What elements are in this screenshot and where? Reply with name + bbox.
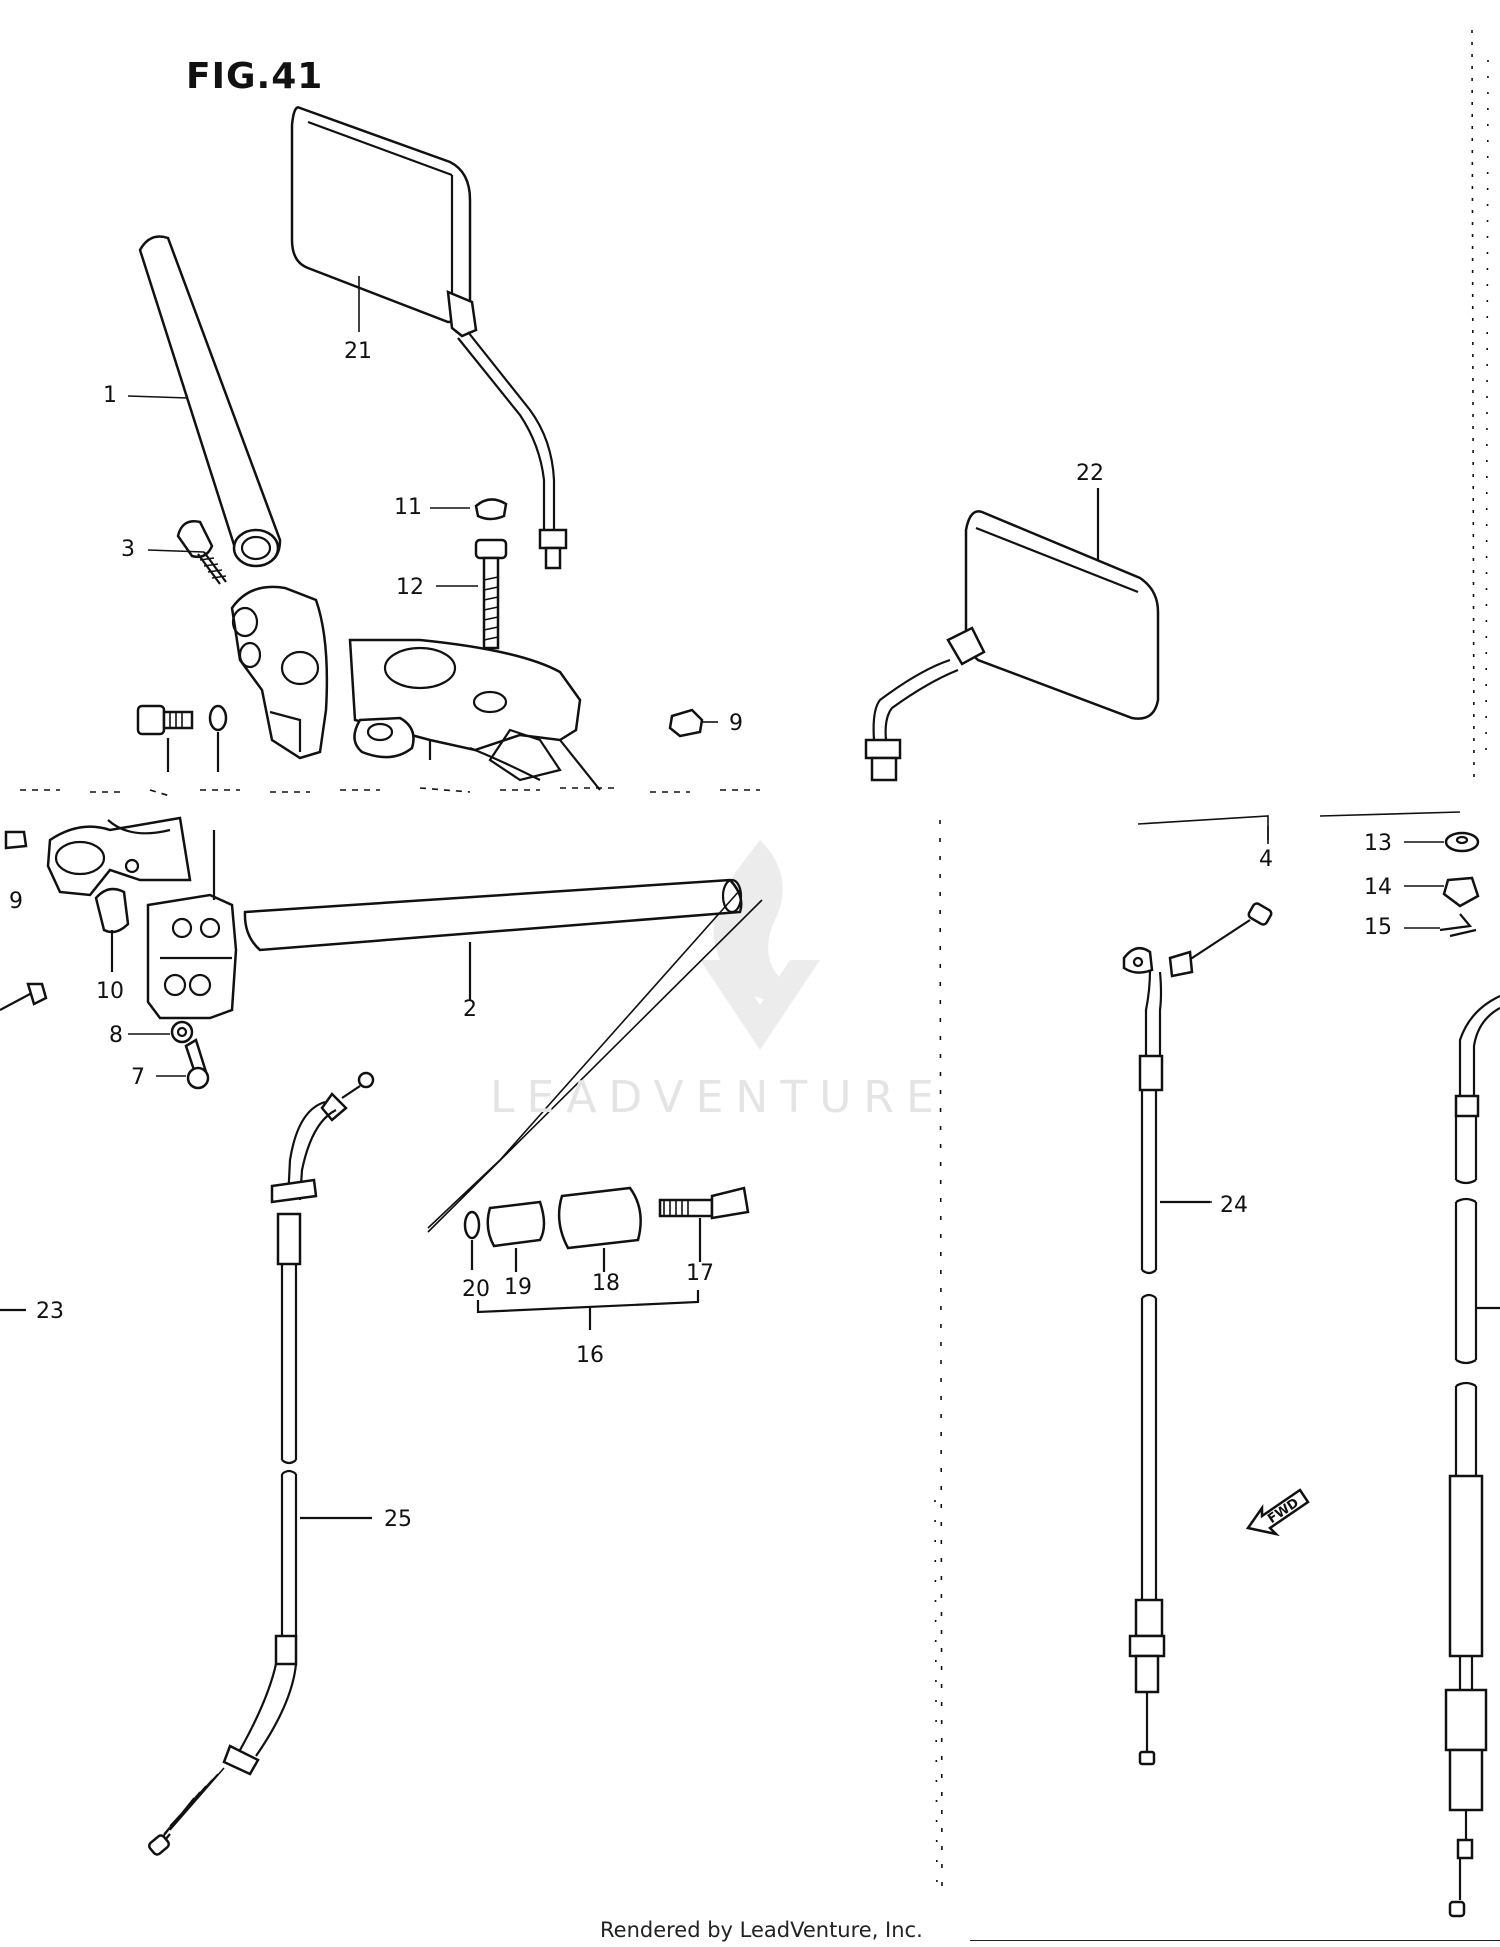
- watermark-text: LEADVENTURE: [490, 1072, 946, 1123]
- part-20-washer: [463, 1210, 481, 1240]
- callout-9-right: 9: [729, 711, 743, 736]
- part-14-nut: [1442, 876, 1480, 908]
- right-edge-cable: [1444, 995, 1500, 1918]
- figure-title: FIG.41: [186, 56, 324, 97]
- callout-25: 25: [384, 1507, 412, 1532]
- part-24-clutch-cable: [1122, 902, 1273, 1766]
- part-21-left-mirror: [290, 106, 568, 570]
- handlebar-clamp-plate: [348, 638, 601, 791]
- callout-10: 10: [96, 979, 124, 1004]
- switch-clamp-block: [146, 830, 238, 1020]
- part-23-25-throttle-cable: [0, 1071, 375, 1856]
- callout-24: 24: [1220, 1193, 1248, 1218]
- callout-leaders: [127, 276, 1444, 1203]
- callout-14: 14: [1364, 875, 1392, 900]
- callout-22: 22: [1076, 461, 1104, 486]
- callout-3: 3: [121, 537, 135, 562]
- part-7-screw: [184, 1038, 210, 1090]
- scan-edge-marks: [934, 29, 1489, 1901]
- callout-16: 16: [576, 1343, 604, 1368]
- callout-20: 20: [462, 1277, 490, 1302]
- callout-2: 2: [463, 997, 477, 1022]
- callout-1: 1: [103, 383, 117, 408]
- scan-break-line: [20, 787, 760, 797]
- callout-17: 17: [686, 1261, 714, 1286]
- callout-19: 19: [504, 1275, 532, 1300]
- handlebar-holder-lower: [46, 816, 192, 897]
- callout-4: 4: [1259, 847, 1273, 872]
- footer-rule: [970, 1940, 1500, 1941]
- forward-arrow-icon: FWD: [1245, 1488, 1310, 1537]
- callout-11: 11: [394, 495, 422, 520]
- part-9-nut-right: [668, 708, 704, 738]
- part-10-cap-nut: [94, 887, 130, 972]
- part-19-weight-inner: [486, 1200, 546, 1248]
- part-18-weight-outer: [557, 1186, 642, 1250]
- part-2-handlebar: [243, 878, 743, 1000]
- part-15-clip: [1439, 913, 1477, 938]
- bar-end-leader: [427, 889, 763, 1233]
- watermark-logo: [700, 840, 820, 1050]
- part-1-grip: [138, 235, 282, 568]
- callout-23: 23: [36, 1299, 64, 1324]
- callout-7: 7: [131, 1065, 145, 1090]
- callout-9-left: 9: [9, 889, 23, 914]
- part-22-right-mirror: [864, 488, 1160, 782]
- callout-18: 18: [592, 1271, 620, 1296]
- part-5-6-screw-washer: [136, 704, 228, 772]
- part-12-bolt: [474, 538, 508, 700]
- part-17-bolt: [658, 1186, 750, 1220]
- left-edge-fitting: [0, 830, 48, 1011]
- callout-12: 12: [396, 575, 424, 600]
- callout-15: 15: [1364, 915, 1392, 940]
- callout-21: 21: [344, 339, 372, 364]
- lever-holder-upper: [230, 585, 329, 760]
- callout-8: 8: [109, 1023, 123, 1048]
- footer-credit: Rendered by LeadVenture, Inc.: [600, 1918, 923, 1942]
- part-3-screw: [176, 520, 227, 585]
- part-11-cap: [474, 498, 508, 521]
- part-16-bracket: [470, 1218, 702, 1330]
- callout-13: 13: [1364, 831, 1392, 856]
- part-13-washer: [1444, 831, 1480, 853]
- part-4-leader: [1137, 811, 1461, 840]
- part-8-washer: [170, 1020, 194, 1044]
